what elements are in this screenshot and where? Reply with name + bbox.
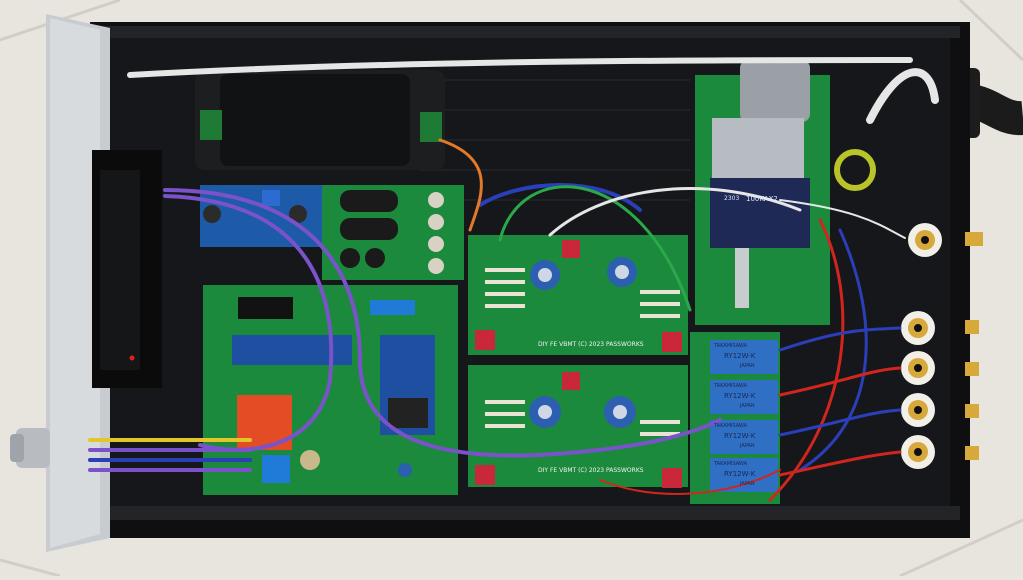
relay-1-maker: TAKAMISAWA — [714, 343, 747, 349]
amp-board-upper — [468, 235, 688, 355]
volume-pot-board — [695, 60, 876, 325]
relay-3-maker: TAKAMISAWA — [714, 423, 747, 429]
pot-value-label: 100KAX2 — [746, 195, 778, 203]
amp-board-lower — [468, 365, 688, 488]
pot-motor — [740, 60, 810, 122]
relay-1-origin: JAPAN — [740, 363, 755, 369]
relay-3-origin: JAPAN — [740, 443, 755, 449]
relay-4-maker: TAKAMISAWA — [714, 461, 747, 467]
relay-2-model: RY12W-K — [724, 392, 756, 400]
psu-board — [322, 185, 464, 280]
wiring — [88, 57, 939, 502]
relay-4-model: RY12W-K — [724, 470, 756, 478]
relay-4-origin: JAPAN — [740, 481, 755, 487]
relay-board — [690, 332, 780, 504]
relay-1-model: RY12W-K — [724, 352, 756, 360]
relay-3-model: RY12W-K — [724, 432, 756, 440]
display-module — [92, 150, 162, 388]
volume-knob — [16, 428, 50, 468]
pot-code-label: 2303 — [724, 195, 740, 202]
lower-board-label: DIY FE VBMT (C) 2023 PASSWORKS — [538, 467, 644, 474]
relay-2-origin: JAPAN — [740, 403, 755, 409]
controller-board — [203, 285, 458, 495]
front-faceplate — [10, 14, 110, 552]
relay-2-maker: TAKAMISAWA — [714, 383, 747, 389]
upper-board-label: DIY FE VBMT (C) 2023 PASSWORKS — [538, 341, 644, 348]
rca-jacks — [901, 223, 983, 469]
transformer — [195, 70, 445, 170]
